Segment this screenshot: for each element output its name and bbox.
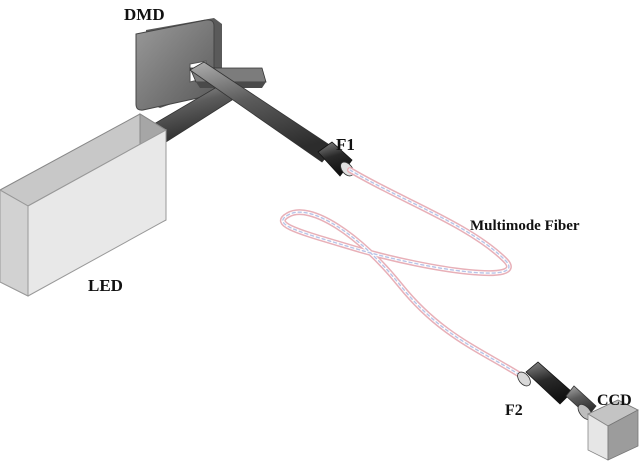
ccd-camera (587, 399, 639, 461)
ccd-label: CCD (597, 392, 632, 409)
multimode-fiber-label: Multimode Fiber (470, 218, 580, 234)
f1-label: F1 (336, 135, 355, 154)
led-source (0, 113, 167, 297)
f2-label: F2 (505, 402, 523, 419)
led-label: LED (88, 276, 123, 295)
multimode-fiber (279, 167, 523, 378)
dmd-label: DMD (124, 5, 165, 24)
f2-coupler (517, 361, 573, 405)
